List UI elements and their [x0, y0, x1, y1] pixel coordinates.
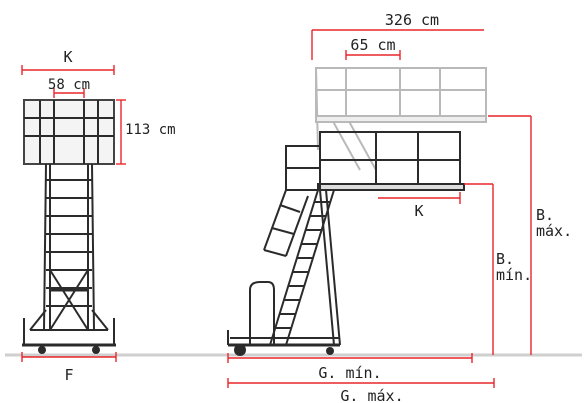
label-side-gmax: G. máx. [340, 387, 403, 403]
front-wheel-left [38, 346, 46, 354]
label-side-k: K [414, 202, 423, 220]
label-side-gmin: G. mín. [318, 364, 381, 382]
label-side-326cm: 326 cm [385, 11, 439, 29]
side-stair [269, 189, 335, 346]
label-front-113cm: 113 cm [125, 122, 176, 138]
front-wheels [38, 346, 100, 354]
label-front-k: K [63, 48, 72, 66]
label-front-f: F [64, 366, 73, 384]
side-base [227, 330, 340, 347]
side-rear-support [319, 189, 341, 346]
side-gate [285, 145, 321, 191]
label-side-bmin-b: mín. [496, 266, 532, 284]
label-side-65cm: 65 cm [350, 36, 395, 54]
side-wheel-rear [234, 344, 246, 356]
side-handle [249, 281, 275, 345]
side-handrail [263, 189, 309, 257]
label-side-bmin-a: B. [496, 250, 514, 268]
side-platform [317, 131, 465, 191]
front-view [22, 99, 116, 354]
label-front-58cm: 58 cm [48, 77, 90, 93]
front-wheel-right [92, 346, 100, 354]
front-guardrail [23, 99, 115, 165]
side-wheel-front [326, 347, 334, 355]
front-ladder [43, 163, 95, 331]
side-wheels [234, 344, 334, 356]
label-side-bmax-a: B. [536, 206, 554, 224]
side-ghost-max-position [315, 67, 487, 171]
label-side-bmax-b: máx. [536, 222, 572, 240]
front-base [22, 309, 116, 347]
